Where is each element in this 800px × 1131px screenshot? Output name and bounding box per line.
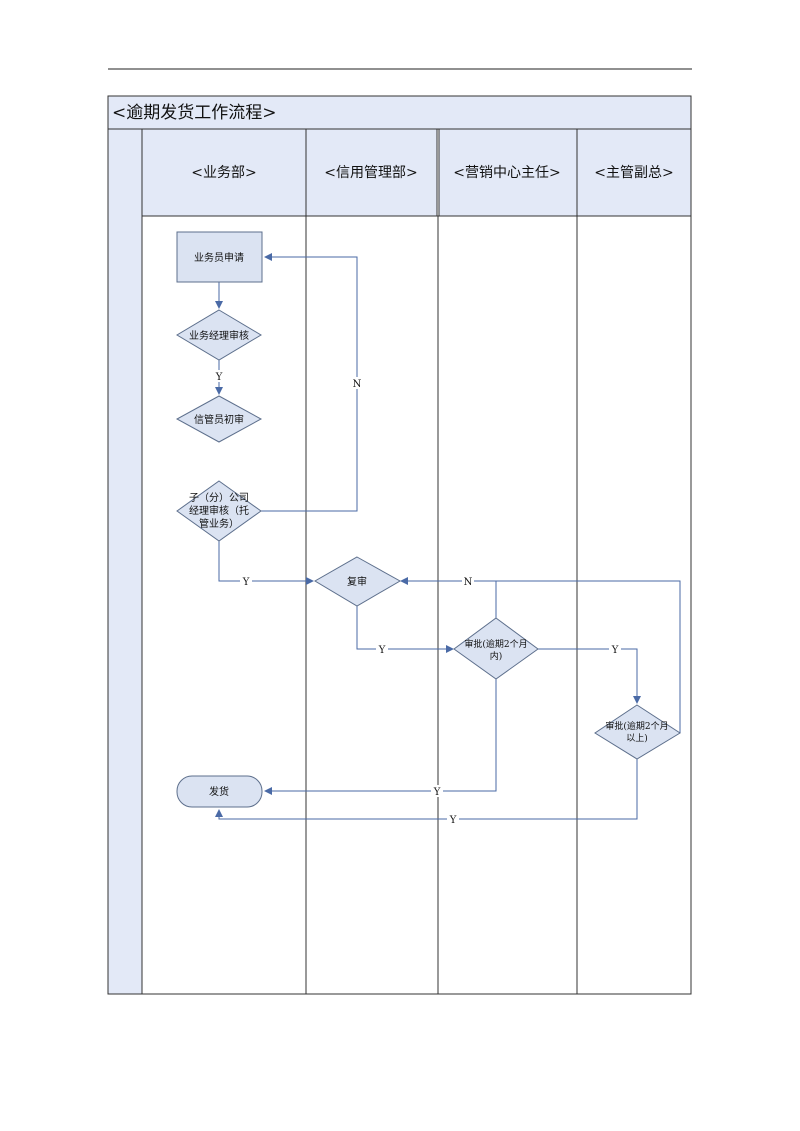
edge-approve1-y-to-approve2: [538, 648, 641, 704]
node-sub-review: [176, 480, 262, 542]
node-apply-label: 业务员申请: [194, 251, 244, 264]
node-ship-label: 发货: [209, 785, 229, 798]
lane-body: [141, 215, 692, 995]
edge-label-bg: [240, 575, 252, 587]
node-recheck: [314, 556, 402, 607]
node-sub-review-line1: 子（分）公司: [189, 492, 249, 504]
edge-label-bg: [447, 813, 459, 825]
node-recheck-label: 复审: [347, 575, 367, 588]
node-approve-within-2m: [453, 617, 539, 680]
edge-label-bg: [351, 377, 363, 389]
node-approve-within-line2: 内): [490, 650, 503, 662]
edge-label-bg: [462, 575, 474, 587]
edge-label-bg: [376, 643, 388, 655]
lane-label-marketing: <营销中心主任>: [453, 165, 560, 181]
edge-label-y-recheck: Y: [378, 645, 386, 656]
edge-sub-n-to-apply: [261, 253, 358, 512]
node-credit-initial: [175, 395, 263, 443]
lane-header-business: [141, 128, 307, 217]
node-approve-over-line1: 审批(逾期2个月: [605, 720, 668, 732]
edge-label-n-return: N: [464, 577, 473, 588]
node-approve-over-2m: [594, 704, 681, 760]
left-margin-column: [107, 128, 143, 995]
lane-label-credit: <信用管理部>: [324, 165, 417, 181]
edge-label-bg: [609, 643, 621, 655]
edge-label-y-to-vp: Y: [611, 645, 619, 656]
edge-label-bg: [213, 370, 225, 382]
edge-recheck-y-to-approve1: [356, 606, 454, 653]
node-credit-initial-label: 信管员初审: [194, 413, 244, 426]
node-approve-over-line2: 以上): [626, 733, 648, 744]
node-manager-review: [176, 309, 262, 361]
node-approve-within-line1: 审批(逾期2个月: [464, 638, 527, 650]
flow-title: <逾期发货工作流程>: [112, 103, 277, 123]
node-sub-review-line3: 管业务）: [199, 517, 239, 530]
node-apply: [176, 231, 263, 283]
edge-sub-y-to-recheck: [218, 541, 314, 585]
node-manager-review-label: 业务经理审核: [189, 329, 249, 342]
lane-label-vp: <主管副总>: [594, 165, 673, 181]
node-ship: [176, 775, 263, 808]
edge-approve2-y-to-ship: [215, 759, 638, 820]
edge-label-n-sub: N: [353, 379, 362, 390]
edge-label-y-ship-2: Y: [449, 815, 457, 826]
edge-label-bg: [431, 785, 443, 797]
edge-n-return-to-recheck: [400, 577, 681, 733]
node-sub-review-line2: 经理审核（托: [189, 504, 249, 517]
edge-label-y-sub: Y: [242, 577, 250, 588]
lane-label-business: <业务部>: [191, 165, 256, 181]
lane-header-vp: [576, 128, 692, 217]
edge-label-y-ship-1: Y: [433, 787, 441, 798]
edge-approve1-y-to-ship: [264, 679, 497, 795]
edge-label-y-manager: Y: [215, 372, 223, 383]
